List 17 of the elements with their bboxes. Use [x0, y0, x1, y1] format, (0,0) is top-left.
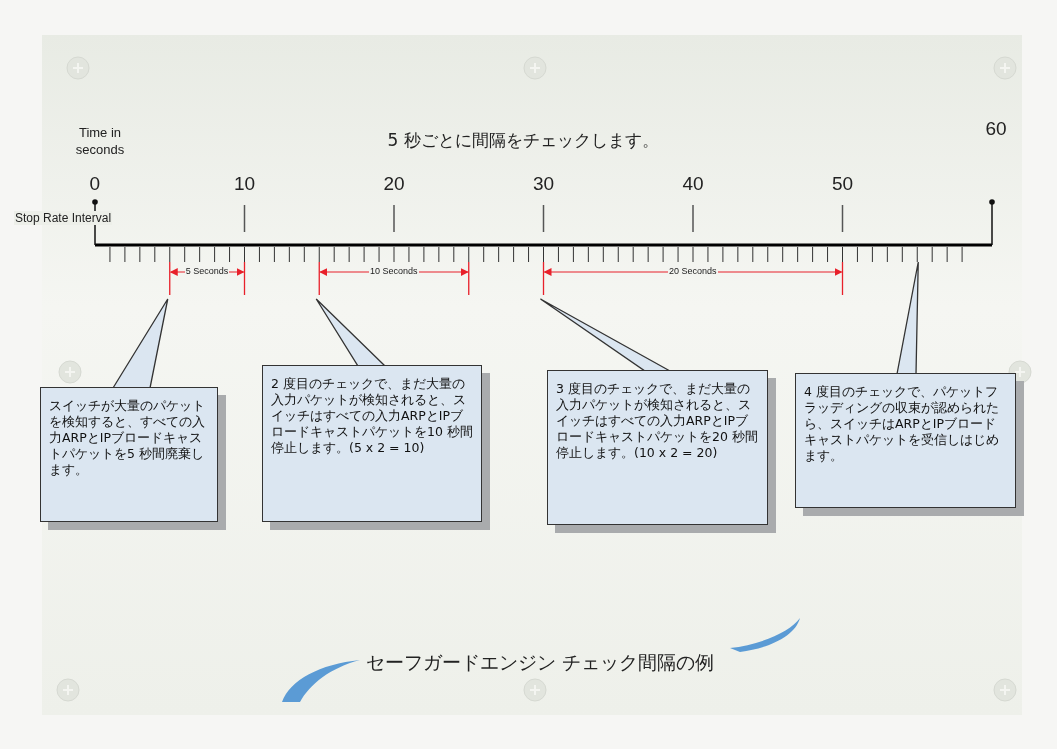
tick-label: 60 [985, 118, 1007, 140]
callout-pointer [315, 298, 386, 367]
diagram-title: 5 秒ごとに間隔をチェックします。 [387, 129, 659, 152]
tick-label: 30 [533, 173, 555, 195]
tick-label: 10 [234, 173, 256, 195]
axis-title: Time in seconds [74, 124, 126, 158]
tick-label: 50 [832, 173, 854, 195]
dimension-label: 10 Seconds [369, 266, 419, 276]
callout-pointer [111, 298, 169, 389]
tick-label: 0 [89, 173, 101, 195]
tick-label: 20 [383, 173, 405, 195]
tick-label: 40 [682, 173, 704, 195]
dimension-label: 5 Seconds [184, 266, 230, 276]
axis-note: Stop Rate Interval [14, 211, 113, 225]
diagram-caption: セーフガードエンジン チェック間隔の例 [366, 650, 715, 675]
callout-pointer [896, 261, 919, 375]
dimension-label: 20 Seconds [668, 266, 718, 276]
